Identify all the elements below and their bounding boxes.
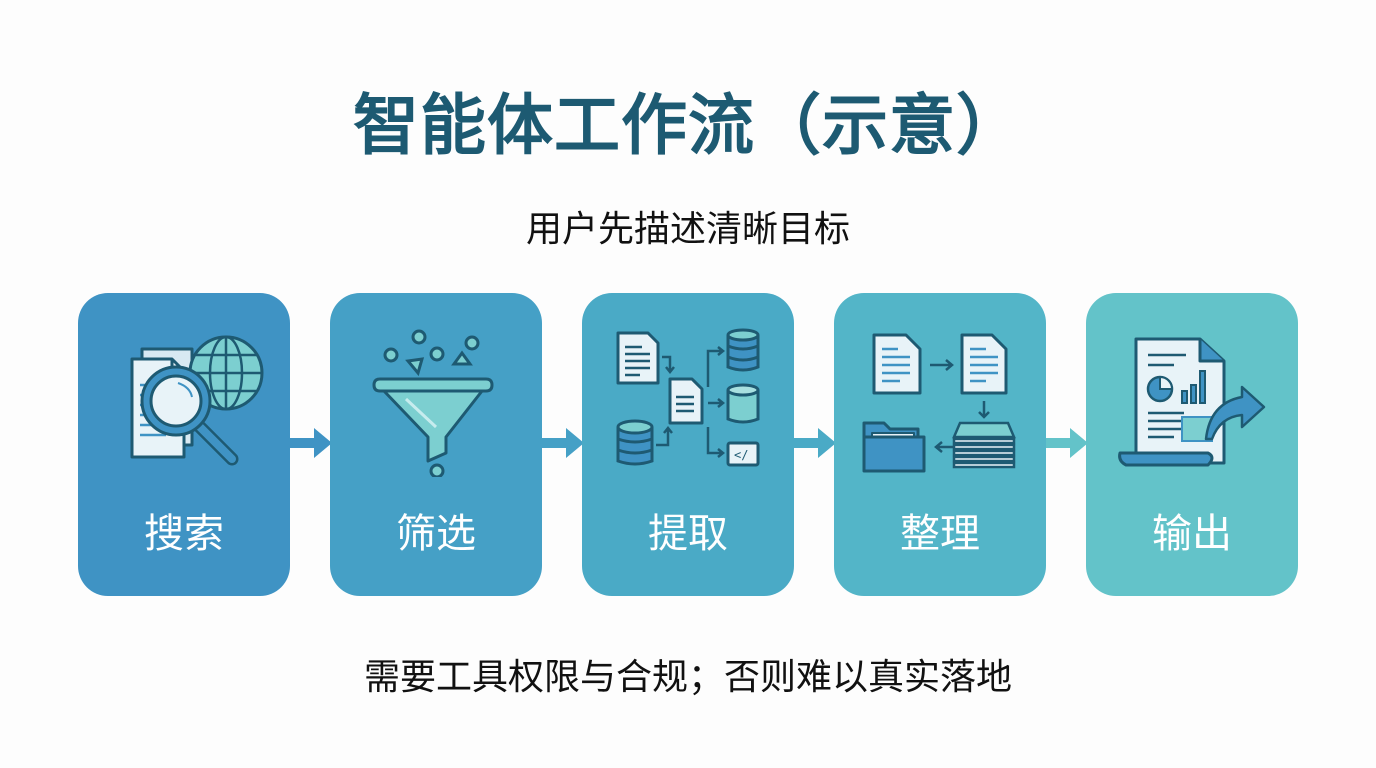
- step-extract: </ 提取: [582, 293, 794, 596]
- step-organize: 整理: [834, 293, 1046, 596]
- data-extraction-icon: </: [616, 328, 760, 467]
- footer-note: 需要工具权限与合规；否则难以真实落地: [363, 657, 1012, 698]
- search-documents-globe-icon: [130, 335, 264, 466]
- organize-documents-folder-icon: [862, 333, 1016, 473]
- page-title: 智能体工作流（示意）: [353, 87, 1023, 164]
- subtitle: 用户先描述清晰目标: [525, 209, 850, 250]
- step-label: 整理: [900, 511, 980, 557]
- step-output: 输出: [1086, 293, 1298, 596]
- funnel-filter-icon: [372, 329, 494, 477]
- arrow-right-icon: [290, 428, 332, 458]
- step-label: 筛选: [396, 511, 476, 557]
- arrow-right-icon: [542, 428, 584, 458]
- step-filter: 筛选: [330, 293, 542, 596]
- step-search: 搜索: [78, 293, 290, 596]
- step-label: 输出: [1152, 511, 1232, 557]
- arrow-right-icon: [1046, 428, 1088, 458]
- step-label: 提取: [648, 511, 728, 557]
- arrow-right-icon: [794, 428, 836, 458]
- svg-text:</: </: [734, 448, 748, 462]
- step-label: 搜索: [144, 511, 224, 557]
- report-export-icon: [1118, 337, 1266, 467]
